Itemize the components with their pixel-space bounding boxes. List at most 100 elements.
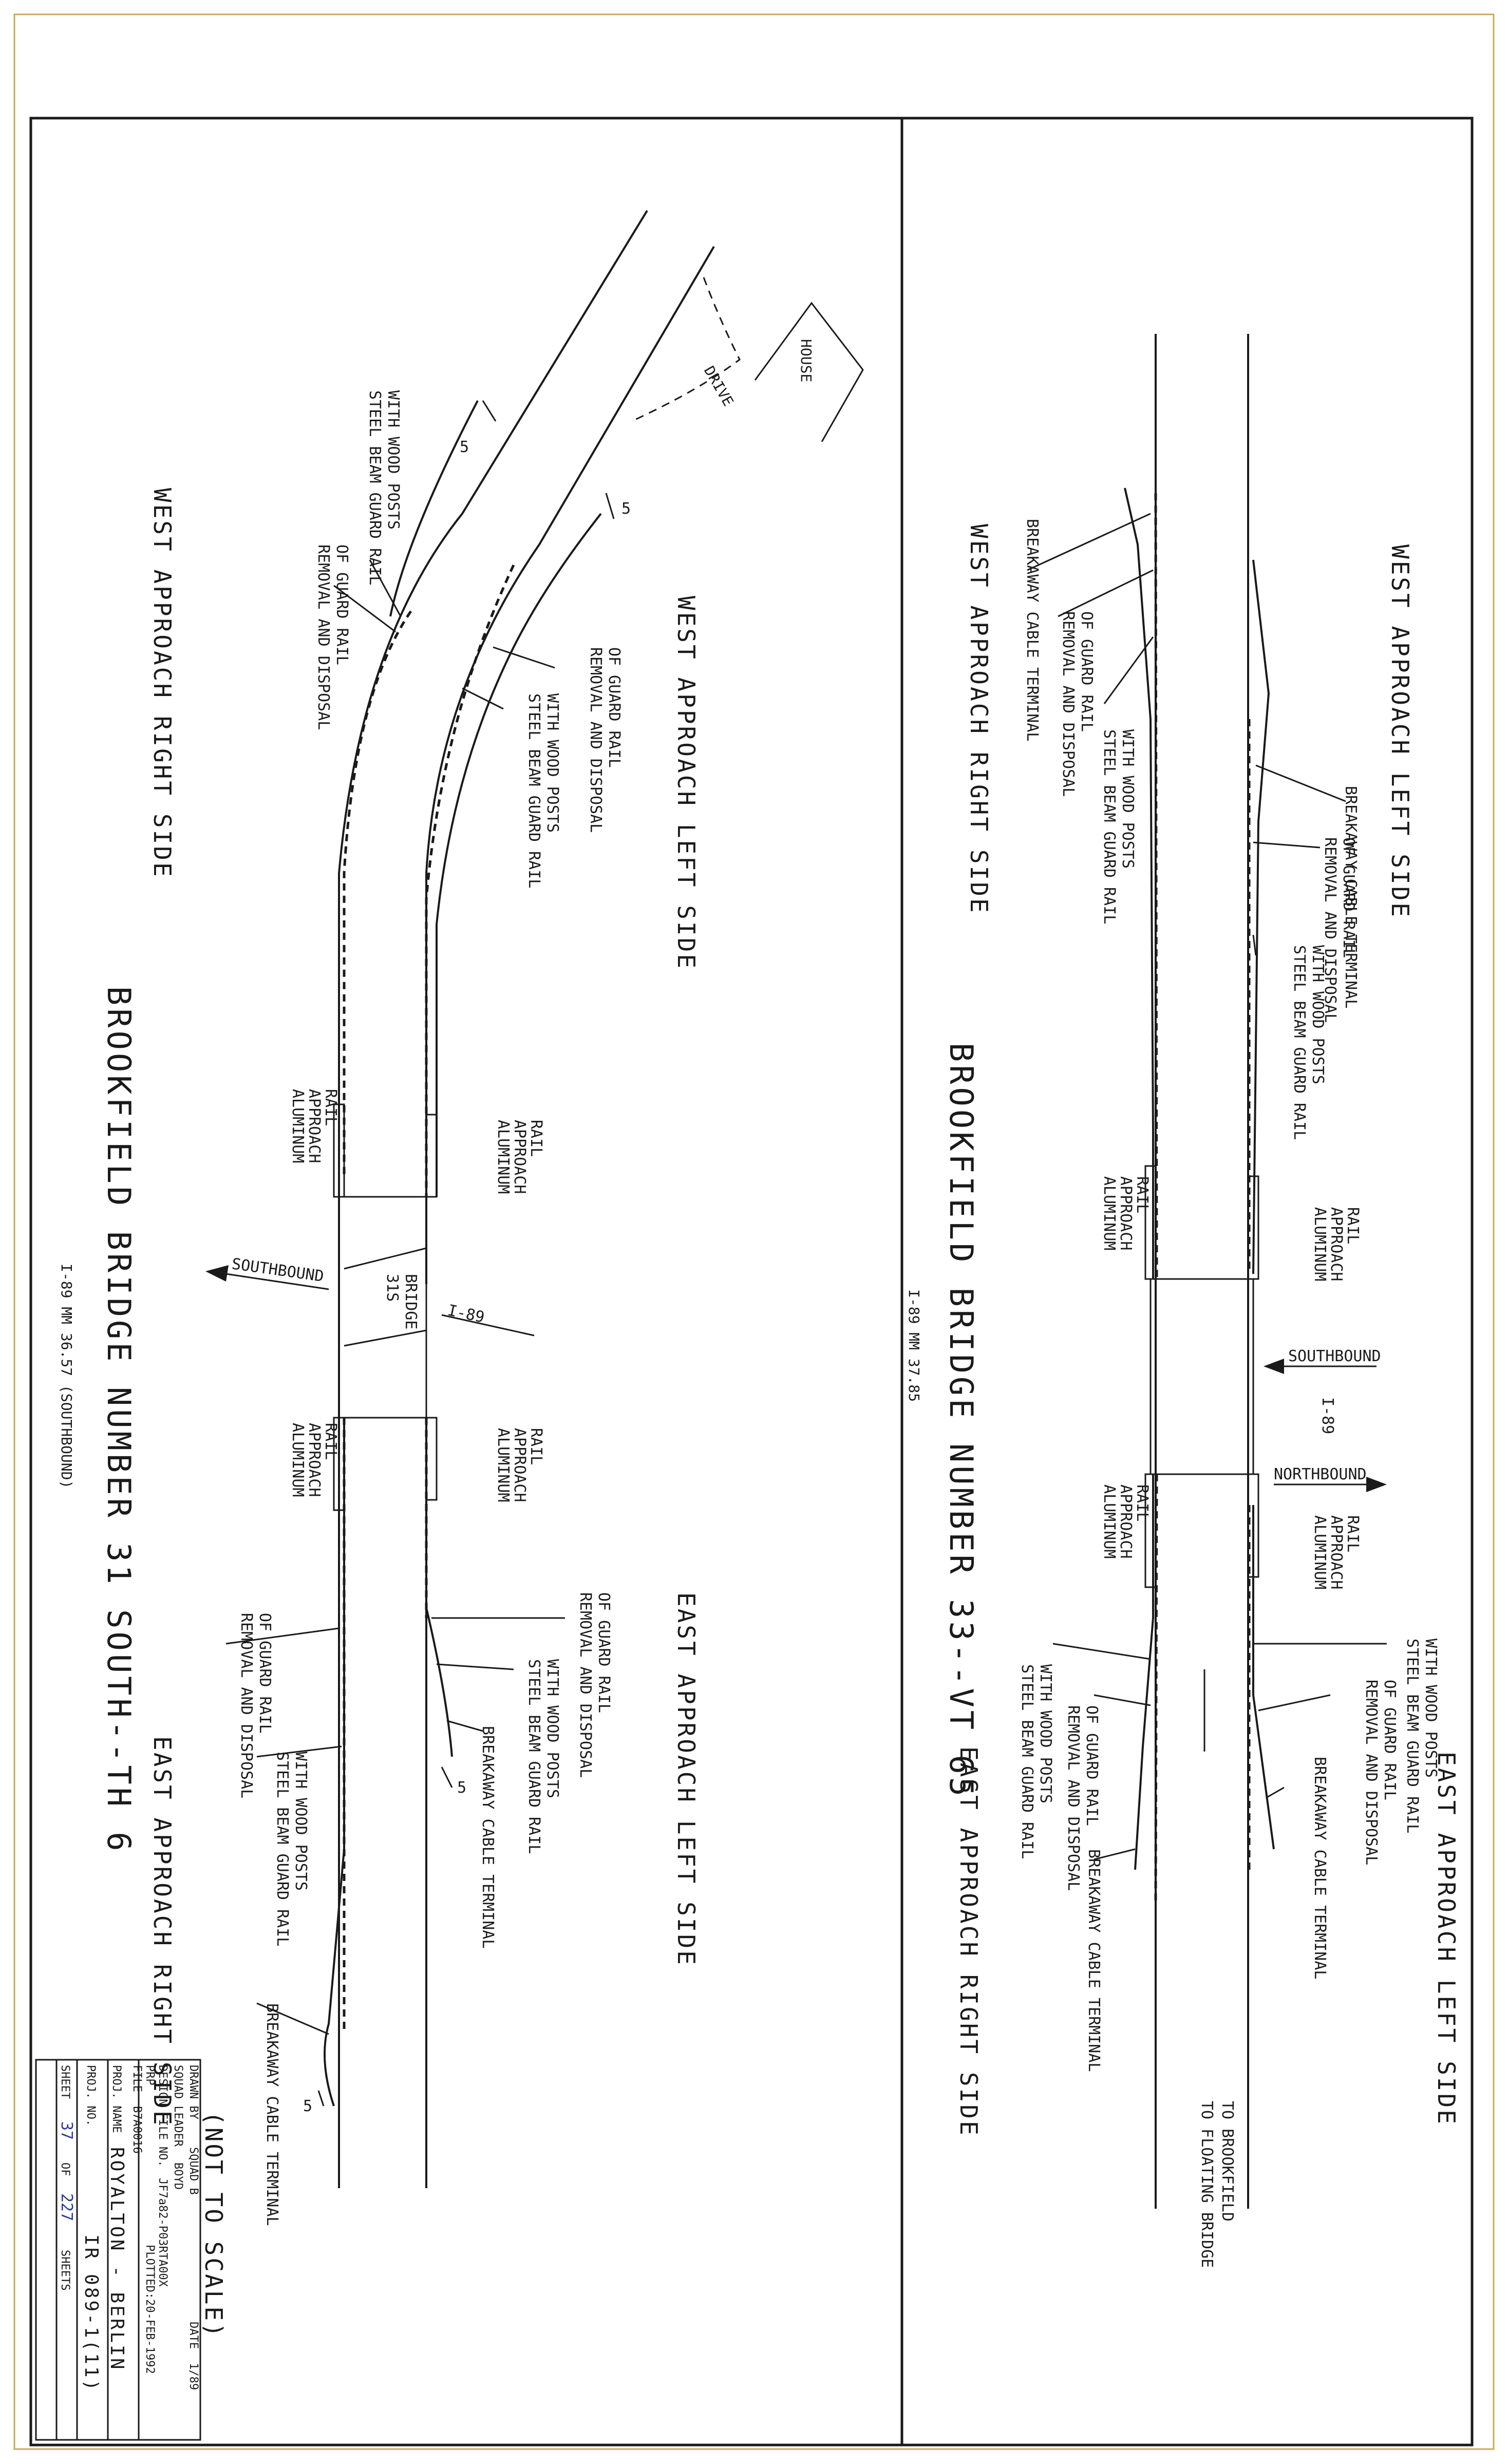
leader-line	[1027, 513, 1151, 571]
paper-border	[13, 13, 1495, 2450]
aluminum-label-3: RAIL	[322, 1089, 340, 1126]
removal-label-2: OF GUARD RAIL	[1381, 1680, 1399, 1800]
dimension-5-label: 5	[303, 2097, 312, 2115]
leader-line	[1255, 764, 1346, 802]
guard-rail-line	[1252, 1505, 1275, 1850]
guard-rail-dashed	[1154, 493, 1158, 1280]
dimension-5-label: 5	[621, 500, 631, 518]
file-label: FILE	[130, 2065, 143, 2092]
aluminum-label-2: APPROACH	[1117, 1176, 1135, 1251]
east-approach-left-side-label: EAST APPROACH LEFT SIDE	[1432, 1752, 1460, 2126]
aluminum-label: ALUMINUM	[494, 1120, 512, 1194]
guard-rail-dashed	[343, 610, 412, 1176]
aluminum-label-2: APPROACH	[511, 1120, 529, 1194]
steel-beam-label: STEEL BEAM GUARD RAIL	[1100, 729, 1118, 924]
drive-label: DRIVE	[701, 363, 737, 409]
sheet-number-value: 37	[58, 2121, 76, 2140]
southbound-label: SOUTHBOUND	[1288, 1347, 1381, 1365]
of-label: OF	[59, 2162, 71, 2176]
aluminum-label-3: RAIL	[527, 1428, 545, 1465]
break-symbols	[317, 400, 615, 2106]
leader-line	[436, 1663, 514, 1670]
aluminum-label-2: APPROACH	[1117, 1484, 1135, 1559]
breakaway-label: BREAKAWAY CABLE TERMINAL	[1342, 786, 1360, 1008]
aluminum-label: ALUMINUM	[1100, 1176, 1118, 1251]
aluminum-label-2: APPROACH	[1327, 1515, 1345, 1590]
guard-rail-line	[1134, 1474, 1154, 1870]
northbound-arrowhead	[1366, 1477, 1387, 1492]
northbound-label: NORTHBOUND	[1274, 1465, 1367, 1483]
sheet-label: SHEET	[59, 2065, 71, 2099]
aluminum-rail-block	[333, 1417, 345, 1511]
squad-leader-label: SQUAD LEADER	[172, 2065, 184, 2147]
removal-label: REMOVAL AND DISPOSAL	[587, 647, 605, 833]
aluminum-rail-block	[425, 1417, 438, 1501]
aluminum-label: ALUMINUM	[1311, 1207, 1329, 1282]
proj-no-label: PROJ. NO.	[84, 2065, 97, 2126]
aluminum-label-2: APPROACH	[511, 1428, 529, 1502]
bridge-number-label: 31S	[383, 1274, 401, 1302]
leader-line	[225, 1627, 340, 1645]
steel-beam-label: STEEL BEAM GUARD RAIL	[1403, 1639, 1421, 1833]
aluminum-rail-block	[1247, 1473, 1259, 1578]
removal-label-2: OF GUARD RAIL	[1078, 611, 1096, 732]
steel-beam-label-2: WITH WOOD POSTS	[384, 390, 402, 530]
bridge-deck	[338, 1196, 427, 1419]
guard-rail-dashed	[425, 564, 515, 1197]
leader-line	[462, 687, 504, 710]
roadway-edge	[425, 246, 715, 1284]
west-approach-right-side-label: WEST APPROACH RIGHT SIDE	[965, 524, 993, 915]
aluminum-label-3: RAIL	[1133, 1484, 1151, 1521]
east-approach-left-side-label: EAST APPROACH LEFT SIDE	[672, 1592, 700, 1967]
west-approach-left-side-label: WEST APPROACH LEFT SIDE	[672, 596, 700, 970]
bridge-label: BRIDGE	[402, 1274, 420, 1329]
bridge-33-title: BROOKFIELD BRIDGE NUMBER 33--VT 65	[942, 1043, 980, 1799]
steel-beam-label-2: WITH WOOD POSTS	[543, 693, 561, 833]
aluminum-label: ALUMINUM	[1311, 1515, 1329, 1590]
leader-line	[1253, 841, 1321, 849]
leader-line	[493, 646, 555, 669]
removal-label: REMOVAL AND DISPOSAL	[1321, 837, 1339, 1023]
bridge-31-title: BROOKFIELD BRIDGE NUMBER 31 SOUTH--TH 6	[100, 986, 138, 1854]
prp-label: PRP	[143, 2065, 156, 2085]
house-label: HOUSE	[798, 339, 815, 382]
proj-name-label: PROJ. NAME	[110, 2065, 123, 2133]
aluminum-label-3: RAIL	[1344, 1207, 1362, 1244]
to-brookfield-label: TO BROOKFIELD	[1218, 2101, 1236, 2222]
file-value: B7A0016	[130, 2106, 143, 2154]
drawing-frame	[29, 117, 1474, 2447]
west-approach-left-side-label: WEST APPROACH LEFT SIDE	[1386, 544, 1414, 919]
leader-line	[1094, 1848, 1136, 1860]
leader-line	[1058, 569, 1154, 617]
roadway-edge	[338, 210, 648, 2188]
design-file-value: JF7a82-P03RTA00X	[156, 2178, 169, 2287]
east-approach-right-side-label: EAST APPROACH RIGHT SIDE	[148, 1736, 176, 2127]
steel-beam-label: STEEL BEAM GUARD RAIL	[525, 1659, 543, 1854]
removal-label: REMOVAL AND DISPOSAL	[314, 544, 332, 730]
bridge-33-panel: WEST APPROACH LEFT SIDE WEST APPROACH RI…	[906, 334, 1460, 2268]
dimension-5-label: 5	[460, 438, 469, 456]
route-label: I-89	[1318, 1397, 1336, 1434]
breakaway-label: BREAKAWAY CABLE TERMINAL	[1023, 519, 1041, 741]
leader-line	[1094, 1694, 1151, 1706]
removal-label: REMOVAL AND DISPOSAL	[1059, 611, 1077, 797]
aluminum-rail-block	[1247, 1175, 1259, 1280]
aluminum-label: ALUMINUM	[494, 1428, 512, 1502]
removal-label-2: OF GUARD RAIL	[595, 1592, 613, 1713]
route-label: I-89	[446, 1302, 486, 1327]
sheet-total-value: 227	[58, 2193, 76, 2221]
leader-line	[1103, 636, 1154, 704]
aluminum-label: ALUMINUM	[289, 1089, 307, 1163]
steel-beam-label-2: WITH WOOD POSTS	[1309, 945, 1327, 1084]
leader-line	[1252, 934, 1257, 956]
steel-beam-label-2: WITH WOOD POSTS	[292, 1752, 310, 1891]
leader-line	[369, 559, 402, 617]
aluminum-label: ALUMINUM	[1100, 1484, 1118, 1559]
not-to-scale-label: (NOT TO SCALE)	[200, 2111, 228, 2339]
proj-name-value: ROYALTON - BERLIN	[106, 2147, 127, 2371]
aluminum-label: ALUMINUM	[289, 1423, 307, 1497]
bridge-skew-lines	[344, 1247, 427, 1347]
leader-line	[1052, 1643, 1151, 1660]
breakaway-label: BREAKAWAY CABLE TERMINAL	[263, 2003, 281, 2226]
